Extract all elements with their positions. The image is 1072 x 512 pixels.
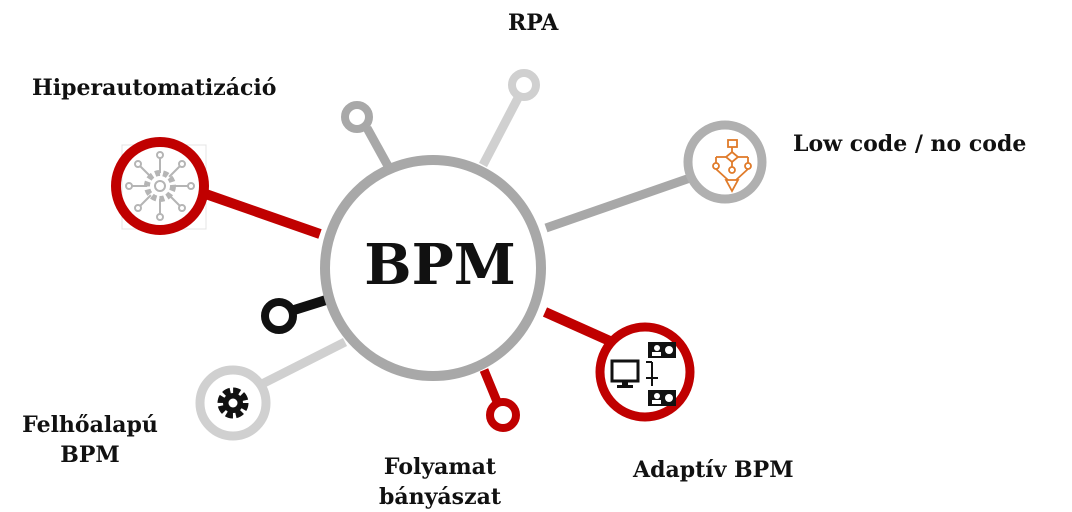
label-rpa: RPA	[508, 10, 559, 36]
gear-network-icon	[125, 151, 195, 221]
label-folyamat-banyaszat: Folyamat bányászat	[340, 452, 540, 512]
connector-gray-small	[363, 125, 392, 169]
connector-black	[289, 295, 328, 316]
connector-hiper	[198, 187, 322, 239]
label-folyamat-line1: Folyamat	[383, 454, 497, 480]
connector-cloud	[259, 337, 348, 389]
label-felho-line2: BPM	[60, 442, 120, 468]
connector-mining	[479, 368, 503, 406]
node-lowcode	[683, 120, 767, 204]
label-folyamat-line2: bányászat	[379, 484, 501, 510]
node-hiper	[111, 137, 209, 235]
connector-lowcode	[544, 173, 692, 233]
node-gray-small	[341, 101, 373, 133]
label-low-code: Low code / no code	[793, 131, 1027, 157]
label-felho-line1: Felhőalapú	[22, 412, 158, 438]
node-adaptive	[595, 322, 695, 422]
label-adaptiv-bpm: Adaptív BPM	[633, 457, 794, 483]
connector-adaptive	[542, 307, 615, 347]
gear-icon	[217, 387, 249, 419]
node-cloud	[195, 365, 271, 441]
node-rpa	[508, 69, 540, 101]
node-mining	[486, 398, 520, 432]
connector-rpa	[479, 95, 522, 168]
node-black	[261, 298, 297, 334]
label-felhoalapu-bpm: Felhőalapú BPM	[2, 410, 178, 470]
flowchart-icon	[712, 139, 752, 193]
monitor-network-icon	[610, 342, 676, 406]
label-hiperautomatizacio: Hiperautomatizáció	[32, 75, 277, 101]
hub-circle	[320, 155, 546, 381]
hub-label: BPM	[364, 232, 516, 298]
